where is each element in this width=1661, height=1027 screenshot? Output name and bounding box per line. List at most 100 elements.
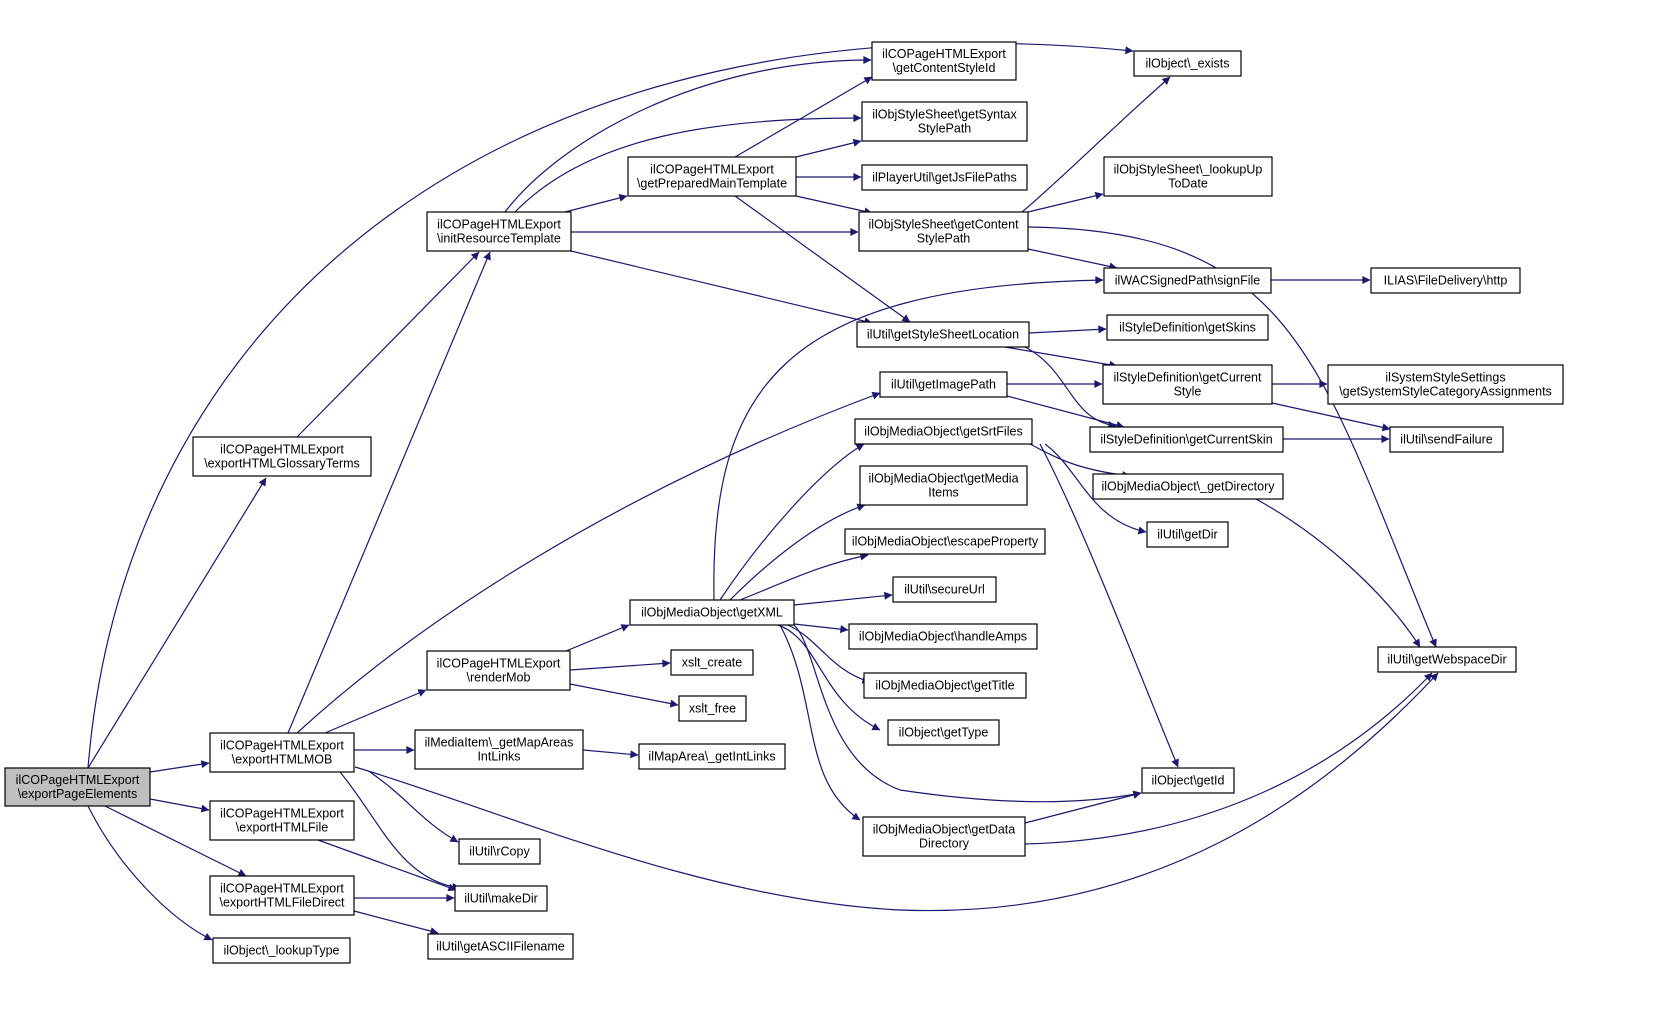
- node-escapeprop[interactable]: ilObjMediaObject\escapeProperty: [844, 528, 1046, 555]
- node-box[interactable]: [454, 885, 548, 912]
- node-contentstyleid[interactable]: ilCOPageHTMLExport\getContentStyleId: [871, 41, 1017, 81]
- call-edge: [795, 195, 873, 216]
- node-imagepath[interactable]: ilUtil\getImagePath: [879, 371, 1008, 398]
- node-prepmain[interactable]: ilCOPageHTMLExport\getPreparedMainTempla…: [627, 156, 797, 197]
- node-box[interactable]: [209, 800, 355, 841]
- node-webspacedir[interactable]: ilUtil\getWebspaceDir: [1377, 646, 1517, 673]
- node-rendermob[interactable]: ilCOPageHTMLExport\renderMob: [426, 650, 571, 691]
- node-box[interactable]: [209, 875, 355, 916]
- node-box[interactable]: [414, 729, 584, 770]
- node-label: xslt_create: [682, 656, 742, 670]
- node-exportfile[interactable]: ilCOPageHTMLExport\exportHTMLFile: [209, 800, 355, 841]
- node-box[interactable]: [871, 41, 1017, 81]
- node-box[interactable]: [1327, 364, 1564, 405]
- node-box[interactable]: [848, 623, 1038, 650]
- node-rcopy[interactable]: ilUtil\rCopy: [458, 838, 541, 865]
- node-gettype[interactable]: ilObject\getType: [887, 719, 1000, 746]
- node-box[interactable]: [426, 211, 572, 252]
- node-sendfailure[interactable]: ilUtil\sendFailure: [1389, 426, 1504, 453]
- node-label: ilUtil\getDir: [1157, 528, 1217, 542]
- node-box[interactable]: [1370, 267, 1521, 294]
- node-box[interactable]: [4, 767, 151, 807]
- node-asciifilename[interactable]: ilUtil\getASCIIFilename: [427, 933, 574, 960]
- node-systemstyle[interactable]: ilSystemStyleSettings\getSystemStyleCate…: [1327, 364, 1564, 405]
- node-exportfiledirect[interactable]: ilCOPageHTMLExport\exportHTMLFileDirect: [209, 875, 355, 916]
- node-box[interactable]: [1103, 267, 1272, 294]
- node-box[interactable]: [212, 937, 351, 964]
- node-label: ilObjStyleSheet\getSyntax: [872, 108, 1017, 122]
- node-exists[interactable]: ilObject\_exists: [1133, 50, 1242, 77]
- node-box[interactable]: [1389, 426, 1504, 453]
- node-box[interactable]: [1377, 646, 1517, 673]
- node-filedelivery[interactable]: ILIAS\FileDelivery\http: [1370, 267, 1521, 294]
- node-box[interactable]: [1141, 767, 1235, 794]
- node-box[interactable]: [1133, 50, 1242, 77]
- node-label: \exportHTMLMOB: [232, 753, 333, 767]
- node-currentskin[interactable]: ilStyleDefinition\getCurrentSkin: [1089, 426, 1284, 453]
- node-getdir[interactable]: ilUtil\getDir: [1146, 521, 1229, 548]
- node-root[interactable]: ilCOPageHTMLExport\exportPageElements: [4, 767, 151, 807]
- node-glossary[interactable]: ilCOPageHTMLExport\exportHTMLGlossaryTer…: [192, 436, 372, 477]
- node-box[interactable]: [1089, 426, 1284, 453]
- node-box[interactable]: [1102, 364, 1273, 405]
- node-box[interactable]: [879, 371, 1008, 398]
- node-stylesheetloc[interactable]: ilUtil\getStyleSheetLocation: [856, 321, 1030, 348]
- node-srtfiles[interactable]: ilObjMediaObject\getSrtFiles: [854, 418, 1033, 445]
- node-xsltfree[interactable]: xslt_free: [678, 695, 747, 722]
- node-box[interactable]: [1103, 156, 1273, 197]
- node-box[interactable]: [863, 672, 1027, 699]
- node-intlinks[interactable]: ilMapArea\_getIntLinks: [638, 743, 786, 770]
- node-box[interactable]: [861, 101, 1028, 142]
- node-box[interactable]: [858, 211, 1029, 252]
- node-getskins[interactable]: ilStyleDefinition\getSkins: [1106, 314, 1269, 341]
- call-edge: [1004, 346, 1118, 369]
- node-box[interactable]: [854, 418, 1033, 445]
- node-jsfilepaths[interactable]: ilPlayerUtil\getJsFilePaths: [861, 164, 1028, 191]
- node-box[interactable]: [678, 695, 747, 722]
- node-box[interactable]: [627, 156, 797, 197]
- node-box[interactable]: [1146, 521, 1229, 548]
- call-edge: [324, 689, 427, 734]
- node-box[interactable]: [638, 743, 786, 770]
- node-label: ilMapArea\_getIntLinks: [648, 750, 775, 764]
- node-box[interactable]: [192, 436, 372, 477]
- node-getxml[interactable]: ilObjMediaObject\getXML: [629, 599, 795, 626]
- node-getid[interactable]: ilObject\getId: [1141, 767, 1235, 794]
- node-lookuptype[interactable]: ilObject\_lookupType: [212, 937, 351, 964]
- node-gettitle[interactable]: ilObjMediaObject\getTitle: [863, 672, 1027, 699]
- node-makedir[interactable]: ilUtil\makeDir: [454, 885, 548, 912]
- node-box[interactable]: [426, 650, 571, 691]
- node-box[interactable]: [844, 528, 1046, 555]
- node-box[interactable]: [892, 576, 997, 603]
- node-secureurl[interactable]: ilUtil\secureUrl: [892, 576, 997, 603]
- node-box[interactable]: [862, 816, 1026, 857]
- node-handleamps[interactable]: ilObjMediaObject\handleAmps: [848, 623, 1038, 650]
- call-edge: [793, 624, 1142, 803]
- node-box[interactable]: [856, 321, 1030, 348]
- node-box[interactable]: [629, 599, 795, 626]
- node-getdirectory[interactable]: ilObjMediaObject\_getDirectory: [1092, 473, 1284, 500]
- node-xsltcreate[interactable]: xslt_create: [670, 649, 754, 676]
- node-exportmob[interactable]: ilCOPageHTMLExport\exportHTMLMOB: [209, 732, 355, 773]
- node-box[interactable]: [458, 838, 541, 865]
- node-box[interactable]: [1092, 473, 1284, 500]
- node-signfile[interactable]: ilWACSignedPath\signFile: [1103, 267, 1272, 294]
- node-box[interactable]: [887, 719, 1000, 746]
- node-box[interactable]: [859, 465, 1028, 506]
- node-box[interactable]: [861, 164, 1028, 191]
- call-edge: [514, 114, 862, 213]
- node-label: ilUtil\getWebspaceDir: [1387, 653, 1506, 667]
- node-box[interactable]: [1106, 314, 1269, 341]
- node-initres[interactable]: ilCOPageHTMLExport\initResourceTemplate: [426, 211, 572, 252]
- node-box[interactable]: [209, 732, 355, 773]
- node-box[interactable]: [670, 649, 754, 676]
- node-box[interactable]: [427, 933, 574, 960]
- call-edge: [1255, 498, 1421, 648]
